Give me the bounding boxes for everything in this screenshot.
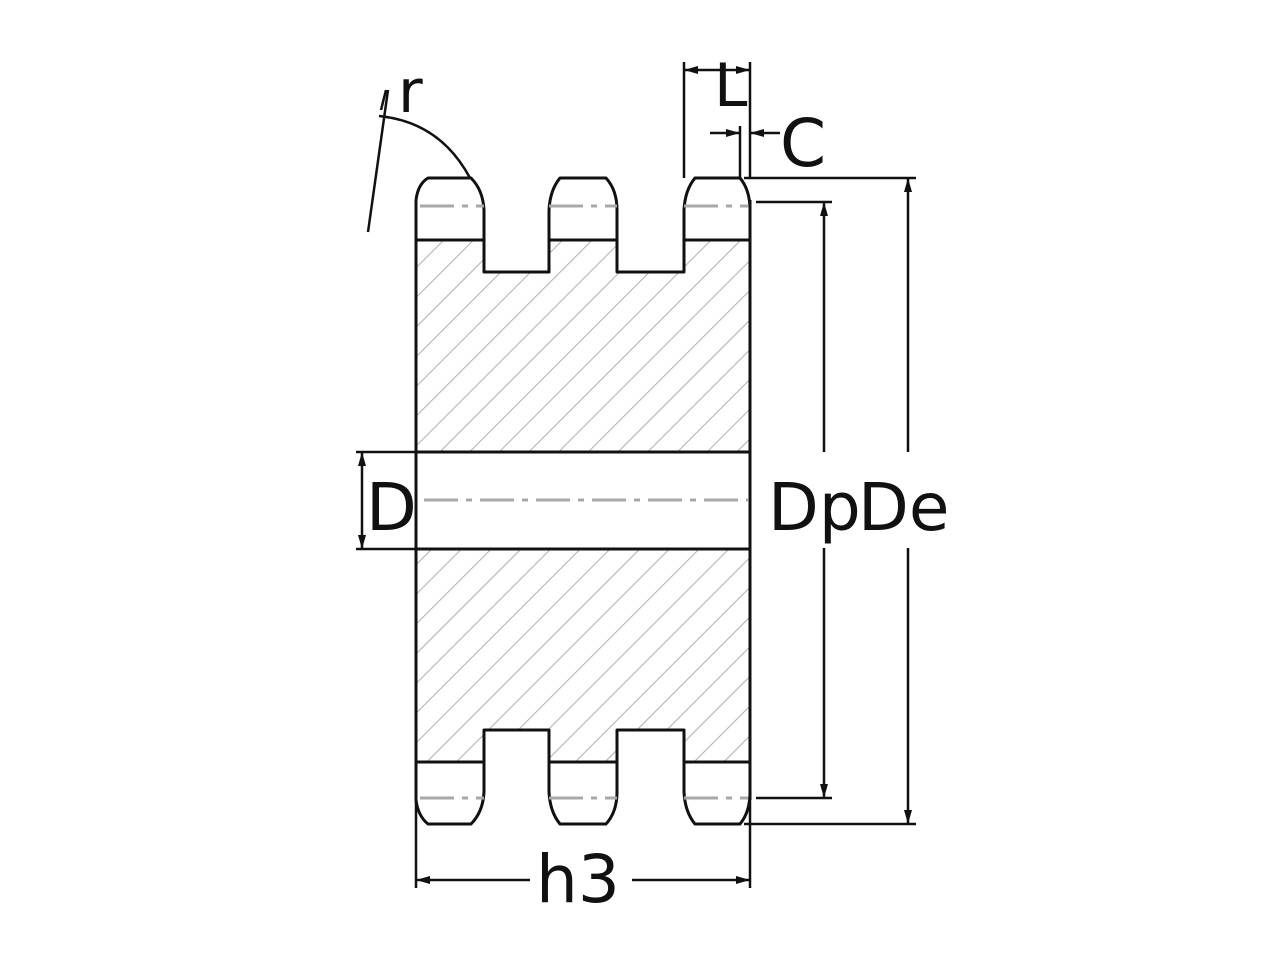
- r-label: r: [398, 57, 423, 127]
- D-dimension: [356, 450, 416, 551]
- h3-dimension: [414, 800, 752, 888]
- lower-hatched-section: [416, 549, 750, 762]
- h3-label: h3: [536, 841, 620, 918]
- De-label: De: [858, 469, 949, 546]
- sprocket-outline: [414, 176, 752, 826]
- Dp-dimension: [756, 200, 832, 800]
- C-label: C: [780, 105, 826, 182]
- Dp-label: Dp: [768, 469, 861, 546]
- center-lines: [420, 204, 748, 800]
- C-dimension: [710, 126, 780, 178]
- upper-hatched-section: [416, 240, 750, 452]
- L-label: L: [714, 51, 748, 121]
- D-label: D: [366, 469, 417, 546]
- De-dimension: [744, 176, 916, 826]
- r-dimension: [366, 89, 472, 233]
- L-dimension: [682, 62, 752, 178]
